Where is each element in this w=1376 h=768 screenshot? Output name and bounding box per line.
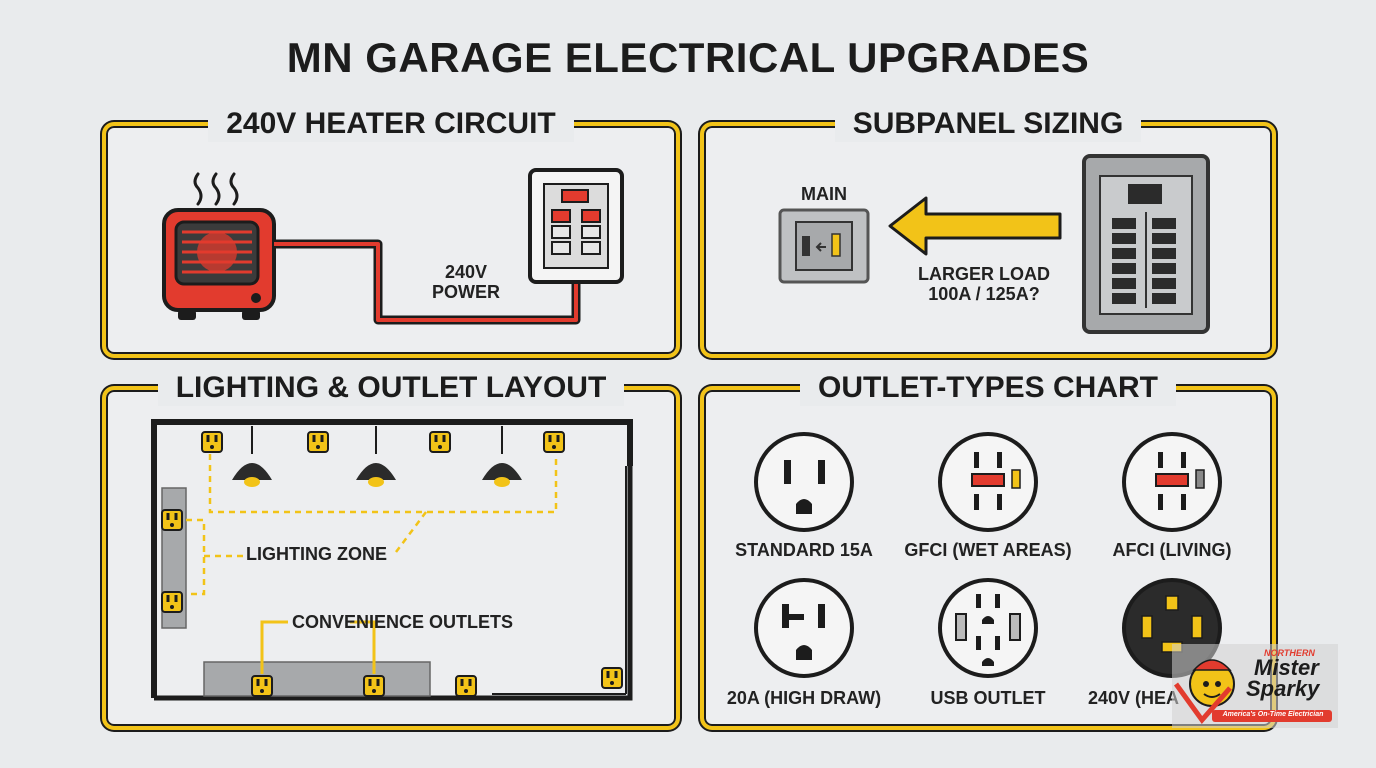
power-label: 240V POWER (431, 262, 500, 302)
breaker-switch (1112, 278, 1136, 289)
load-label: LARGER LOAD 100A / 125A? (918, 264, 1050, 304)
breaker-switch (1152, 233, 1176, 244)
mister-sparky-logo: NORTHERN Mister Sparky America's On-Time… (1172, 644, 1338, 728)
subpanel-icon (1082, 154, 1210, 334)
20a-outlet-icon (754, 578, 854, 678)
standard-outlet-icon (754, 432, 854, 532)
wall-outlet-icon (201, 431, 223, 453)
breaker-box-icon (528, 168, 624, 284)
breaker-switch (1152, 263, 1176, 274)
wall-outlet-icon (161, 509, 183, 531)
arrow-left-icon (888, 196, 1062, 256)
lighting-layout-panel: LIGHTING & OUTLET LAYOUT (102, 370, 680, 730)
wall-outlet-icon (161, 591, 183, 613)
outlet-type-label: GFCI (WET AREAS) (904, 540, 1072, 560)
usb-outlet-icon (938, 578, 1038, 678)
lighting-panel-title: LIGHTING & OUTLET LAYOUT (157, 370, 625, 406)
outlet-type-label: AFCI (LIVING) (1112, 540, 1232, 560)
main-panel-icon (778, 208, 870, 284)
wall-outlet-icon (251, 675, 273, 697)
breaker-switch (1112, 263, 1136, 274)
gfci-outlet-icon (938, 432, 1038, 532)
subpanel-sizing-panel: SUBPANEL SIZING MAIN LARGER LOAD 100A / … (700, 106, 1276, 358)
breaker-switch (1112, 218, 1136, 229)
subpanel-panel-title: SUBPANEL SIZING (834, 106, 1142, 142)
breaker-switch (1152, 293, 1176, 304)
outlet-panel-title: OUTLET-TYPES CHART (799, 370, 1176, 406)
subpanel-diagram (778, 154, 1210, 334)
pendant-light-icon (232, 426, 272, 487)
outlet-types-grid (754, 432, 1222, 678)
heater-circuit-diagram (162, 168, 624, 325)
breaker-switch (1152, 248, 1176, 259)
lightbulb-mascot-icon (1173, 659, 1332, 725)
afci-outlet-icon (1122, 432, 1222, 532)
heater-circuit-panel: 240V HEATER CIRCUIT (102, 106, 680, 358)
heat-waves-icon (193, 172, 239, 206)
wall-outlet-icon (307, 431, 329, 453)
wall-outlet-icon (601, 667, 623, 689)
outlet-type-label: 240V (HEA (1088, 688, 1180, 708)
logo-tagline: America's On-Time Electrician (1222, 711, 1324, 718)
heater-panel-title: 240V HEATER CIRCUIT (208, 106, 574, 142)
breaker-switch (1112, 293, 1136, 304)
lighting-zone-label: LIGHTING ZONE (246, 544, 387, 564)
garage-floor-plan (151, 419, 633, 701)
logo-sparky: Sparky (1246, 676, 1320, 701)
logo-northern: NORTHERN (1264, 648, 1315, 658)
outlet-type-label: USB OUTLET (930, 688, 1046, 708)
page-title: MN GARAGE ELECTRICAL UPGRADES (286, 34, 1090, 81)
wall-outlet-icon (455, 675, 477, 697)
pendant-light-icon (482, 426, 522, 487)
outlet-type-label: STANDARD 15A (735, 540, 873, 560)
breaker-switch (1152, 278, 1176, 289)
wall-outlet-icon (363, 675, 385, 697)
main-label: MAIN (801, 184, 847, 204)
outlet-types-panel: OUTLET-TYPES CHART (700, 370, 1276, 730)
logo-mister: Mister (1254, 655, 1319, 680)
breaker-switch (1112, 233, 1136, 244)
convenience-outlets-label: CONVENIENCE OUTLETS (292, 612, 514, 632)
outlet-type-label: 20A (HIGH DRAW) (726, 688, 882, 708)
breaker-switch (1152, 218, 1176, 229)
pendant-light-icon (356, 426, 396, 487)
space-heater-icon (162, 208, 276, 320)
breaker-switch (1112, 248, 1136, 259)
wall-outlet-icon (429, 431, 451, 453)
wall-outlet-icon (543, 431, 565, 453)
